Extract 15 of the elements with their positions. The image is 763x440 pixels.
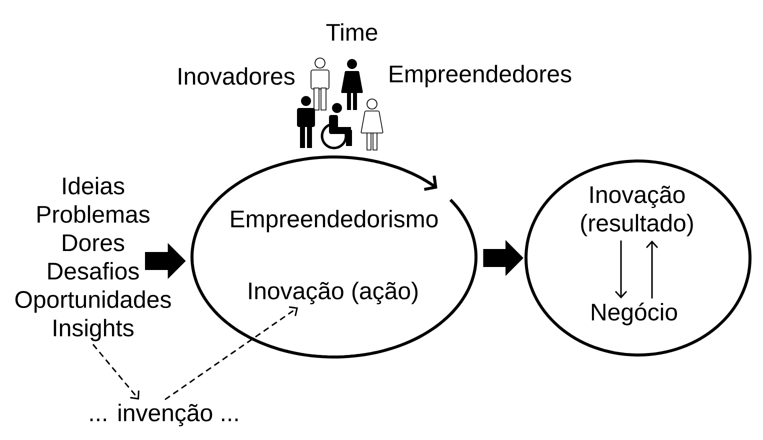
arrow xyxy=(614,240,628,298)
cycle-ellipse xyxy=(190,156,478,358)
text-label: Negócio xyxy=(592,302,677,326)
dashed-arrow xyxy=(164,306,298,400)
word-list: Ideias Problemas Dores Desafios Oportunidades Insights xyxy=(15,176,171,342)
text-label: Empreendedores xyxy=(390,64,572,88)
text-label: Inovação (resultado) xyxy=(581,186,693,236)
text-label: Inovadores xyxy=(178,67,294,85)
dashed-arrow xyxy=(92,344,140,400)
arrow xyxy=(646,240,658,298)
text-label: Inovação (ação) xyxy=(249,282,418,304)
heading: Time xyxy=(326,23,378,41)
text-label: Empreendedorismo xyxy=(231,210,438,232)
ellipse xyxy=(524,160,752,356)
text-label: ... invenção ... xyxy=(90,404,238,426)
